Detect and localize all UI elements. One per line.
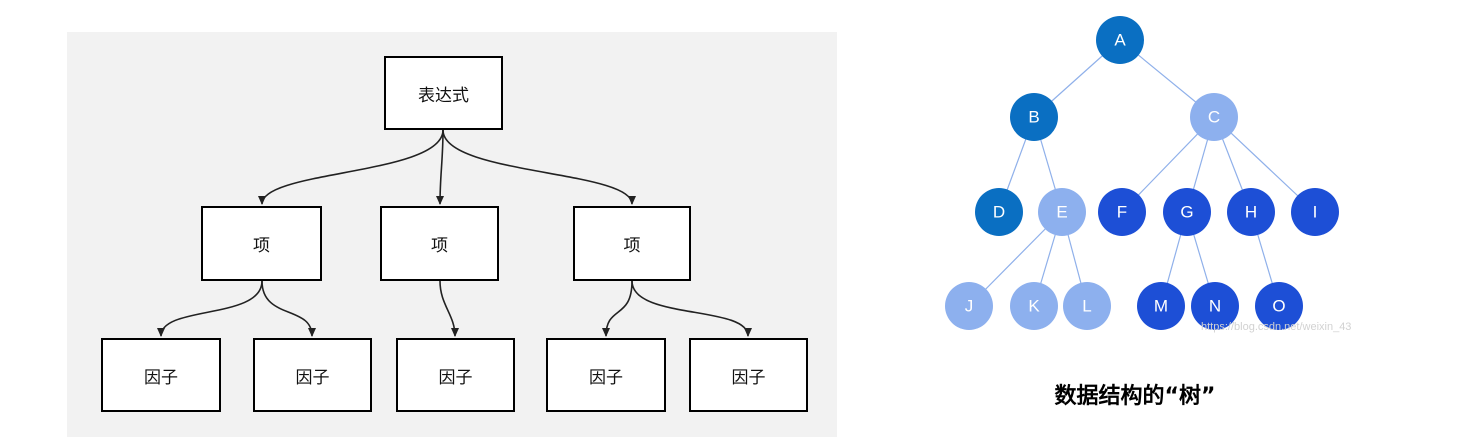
flowchart-term-box: 项 bbox=[573, 206, 691, 281]
flowchart-factor-box: 因子 bbox=[253, 338, 372, 412]
tree-node-circle bbox=[1227, 188, 1275, 236]
connector-term1-factor-2 bbox=[261, 280, 316, 337]
tree-node-label: F bbox=[1117, 203, 1127, 222]
tree-node-label: E bbox=[1056, 203, 1067, 222]
flowchart-term-box: 项 bbox=[201, 206, 322, 281]
tree-node-label: N bbox=[1209, 297, 1221, 316]
tree-node-label: K bbox=[1028, 297, 1040, 316]
flowchart-factor-box: 因子 bbox=[546, 338, 666, 412]
tree-node-L: L bbox=[1063, 282, 1111, 330]
tree-node-circle bbox=[945, 282, 993, 330]
tree-node-label: D bbox=[993, 203, 1005, 222]
tree-node-circle bbox=[1038, 188, 1086, 236]
tree-node-circle bbox=[1137, 282, 1185, 330]
tree-node-circle bbox=[1010, 93, 1058, 141]
tree-node-A: A bbox=[1096, 16, 1144, 64]
tree-node-M: M bbox=[1137, 282, 1185, 330]
tree-node-K: K bbox=[1010, 282, 1058, 330]
connector-term3-factor-4 bbox=[602, 280, 633, 337]
connector-root-term-2 bbox=[436, 129, 445, 205]
tree-node-B: B bbox=[1010, 93, 1058, 141]
tree-node-E: E bbox=[1038, 188, 1086, 236]
tree-node-circle bbox=[1096, 16, 1144, 64]
tree-node-G: G bbox=[1163, 188, 1211, 236]
tree-node-C: C bbox=[1190, 93, 1238, 141]
connector-term1-factor-1 bbox=[157, 280, 263, 337]
tree-node-label: L bbox=[1082, 297, 1091, 316]
flowchart-factor-box: 因子 bbox=[396, 338, 515, 412]
tree-node-N: N bbox=[1191, 282, 1239, 330]
connector-term2-factor-3 bbox=[439, 280, 459, 337]
tree-node-label: B bbox=[1028, 108, 1039, 127]
tree-node-J: J bbox=[945, 282, 993, 330]
flowchart-term-box: 项 bbox=[380, 206, 499, 281]
tree-node-label: J bbox=[965, 297, 974, 316]
tree-node-circle bbox=[1291, 188, 1339, 236]
tree-node-label: G bbox=[1180, 203, 1193, 222]
tree-node-F: F bbox=[1098, 188, 1146, 236]
tree-node-label: C bbox=[1208, 108, 1220, 127]
tree-caption: 数据结构的“树” bbox=[1054, 384, 1216, 409]
tree-node-circle bbox=[1255, 282, 1303, 330]
tree-node-label: H bbox=[1245, 203, 1257, 222]
tree-node-H: H bbox=[1227, 188, 1275, 236]
tree-node-label: O bbox=[1272, 297, 1285, 316]
connector-root-term-1 bbox=[258, 129, 444, 205]
tree-node-circle bbox=[1191, 282, 1239, 330]
tree-node-circle bbox=[975, 188, 1023, 236]
tree-nodes: A B C D E F G H I J K L M N O bbox=[945, 16, 1339, 330]
flowchart-factor-box: 因子 bbox=[689, 338, 808, 412]
tree-node-circle bbox=[1163, 188, 1211, 236]
tree-node-circle bbox=[1010, 282, 1058, 330]
tree-node-label: I bbox=[1313, 203, 1318, 222]
watermark-text: https://blog.csdn.net/weixin_43 bbox=[1201, 321, 1352, 333]
tree-node-circle bbox=[1063, 282, 1111, 330]
flowchart-factor-box: 因子 bbox=[101, 338, 221, 412]
flowchart-root-box: 表达式 bbox=[384, 56, 503, 130]
tree-node-circle bbox=[1190, 93, 1238, 141]
connector-term3-factor-5 bbox=[631, 280, 752, 337]
connector-root-term-3 bbox=[442, 129, 636, 205]
tree-node-O: O bbox=[1255, 282, 1303, 330]
tree-node-label: A bbox=[1114, 31, 1126, 50]
tree-node-D: D bbox=[975, 188, 1023, 236]
tree-node-I: I bbox=[1291, 188, 1339, 236]
tree-edges bbox=[968, 39, 1316, 307]
tree-node-circle bbox=[1098, 188, 1146, 236]
tree-node-label: M bbox=[1154, 297, 1168, 316]
